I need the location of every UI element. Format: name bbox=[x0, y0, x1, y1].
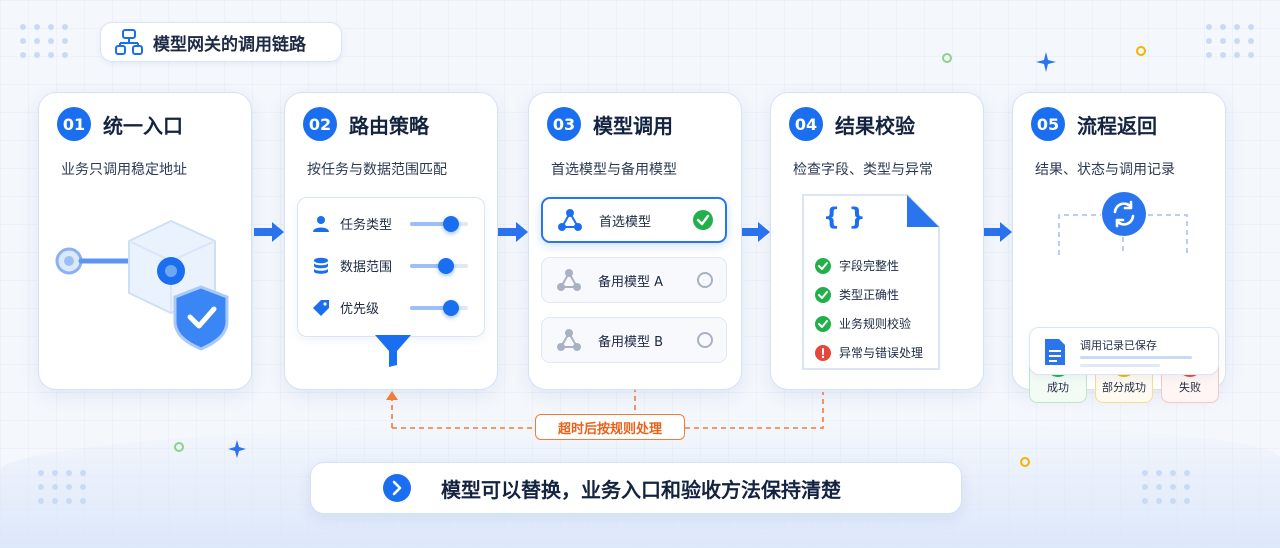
model-label: 首选模型 bbox=[599, 214, 652, 230]
validation-item: 异常与错误处理 bbox=[815, 344, 923, 361]
step-title: 结果校验 bbox=[835, 113, 915, 138]
validation-item: 类型正确性 bbox=[815, 286, 899, 303]
slider[interactable] bbox=[410, 216, 468, 232]
model-option-primary[interactable]: 首选模型 bbox=[541, 197, 727, 243]
routing-item: 数据范围 bbox=[312, 256, 392, 275]
step-subtitle: 业务只调用稳定地址 bbox=[61, 162, 187, 178]
step-subtitle: 结果、状态与调用记录 bbox=[1035, 162, 1175, 178]
flow-arrow-icon bbox=[498, 222, 528, 242]
routing-item-label: 数据范围 bbox=[340, 260, 393, 275]
chevron-right-icon bbox=[383, 474, 411, 502]
ring-decoration bbox=[942, 53, 952, 63]
model-label: 备用模型 B bbox=[598, 334, 664, 350]
footer-message: 模型可以替换，业务入口和验收方法保持清楚 bbox=[441, 477, 841, 502]
progress-line bbox=[1080, 356, 1192, 359]
model-option-backup-a[interactable]: 备用模型 A bbox=[541, 257, 727, 303]
step-number: 03 bbox=[547, 107, 581, 141]
step-subtitle: 按任务与数据范围匹配 bbox=[307, 162, 447, 178]
step-card-model-call: 03 模型调用 首选模型与备用模型 首选模型 备用模型 A 备用模型 B bbox=[528, 92, 742, 390]
step-title: 流程返回 bbox=[1077, 113, 1157, 138]
log-saved-panel: 调用记录已保存 bbox=[1029, 327, 1219, 375]
model-label: 备用模型 A bbox=[598, 274, 664, 290]
check-circle-icon bbox=[815, 286, 831, 303]
sparkle-icon bbox=[1036, 52, 1056, 72]
tag-icon bbox=[313, 299, 329, 316]
step-subtitle: 首选模型与备用模型 bbox=[551, 162, 677, 178]
step-card-validation: 04 结果校验 检查字段、类型与异常 { } 字段完整性 类型正确性 业务规则校验… bbox=[770, 92, 984, 390]
document-icon bbox=[802, 194, 940, 370]
routing-item: 任务类型 bbox=[312, 214, 392, 233]
slider[interactable] bbox=[410, 300, 468, 316]
dot-grid-decoration bbox=[38, 470, 86, 504]
check-circle-icon bbox=[815, 257, 831, 274]
model-network-icon bbox=[558, 209, 582, 231]
flow-arrow-icon bbox=[254, 222, 284, 242]
step-card-entry: 01 统一入口 业务只调用稳定地址 bbox=[38, 92, 252, 390]
routing-item-label: 优先级 bbox=[340, 302, 380, 317]
code-braces: { } bbox=[823, 203, 866, 231]
routing-item: 优先级 bbox=[312, 298, 379, 317]
model-network-icon bbox=[557, 269, 581, 291]
footer-message-bar: 模型可以替换，业务入口和验收方法保持清楚 bbox=[310, 462, 962, 514]
gateway-cube-shield-icon bbox=[55, 219, 229, 351]
step-number: 05 bbox=[1031, 107, 1065, 141]
model-option-backup-b[interactable]: 备用模型 B bbox=[541, 317, 727, 363]
progress-line bbox=[1080, 364, 1160, 367]
model-network-icon bbox=[557, 329, 581, 351]
step-title: 路由策略 bbox=[349, 113, 429, 138]
validation-item: 字段完整性 bbox=[815, 257, 899, 274]
ring-decoration bbox=[1136, 46, 1146, 56]
error-circle-icon bbox=[815, 344, 831, 361]
radio-empty-icon bbox=[697, 332, 713, 348]
step-number: 01 bbox=[57, 107, 91, 141]
timeout-dashed-path bbox=[386, 390, 824, 429]
flowchart-icon bbox=[115, 29, 143, 55]
dot-grid-decoration bbox=[1142, 470, 1190, 504]
dot-grid-decoration bbox=[20, 24, 68, 58]
document-icon bbox=[1045, 339, 1065, 365]
page-title-pill: 模型网关的调用链路 bbox=[100, 22, 342, 62]
validation-item: 业务规则校验 bbox=[815, 315, 911, 332]
log-saved-label: 调用记录已保存 bbox=[1080, 339, 1157, 352]
refresh-icon bbox=[1102, 192, 1146, 236]
timeout-rule-label: 超时后按规则处理 bbox=[535, 414, 685, 440]
branch-connector bbox=[1058, 214, 1188, 255]
step-card-routing: 02 路由策略 按任务与数据范围匹配 任务类型 数据范围 优先级 bbox=[284, 92, 498, 390]
ring-decoration bbox=[174, 442, 184, 452]
step-subtitle: 检查字段、类型与异常 bbox=[793, 162, 933, 178]
database-icon bbox=[314, 257, 328, 274]
routing-item-label: 任务类型 bbox=[340, 218, 393, 233]
page-title: 模型网关的调用链路 bbox=[153, 34, 306, 55]
funnel-icon bbox=[375, 335, 411, 367]
radio-empty-icon bbox=[697, 272, 713, 288]
step-title: 模型调用 bbox=[593, 113, 673, 138]
step-number: 02 bbox=[303, 107, 337, 141]
check-circle-icon bbox=[693, 210, 713, 230]
flow-arrow-icon bbox=[740, 222, 770, 242]
sparkle-icon bbox=[228, 440, 246, 458]
user-icon bbox=[313, 215, 329, 232]
step-number: 04 bbox=[789, 107, 823, 141]
check-circle-icon bbox=[815, 315, 831, 332]
routing-panel: 任务类型 数据范围 优先级 bbox=[297, 197, 485, 337]
dot-grid-decoration bbox=[1206, 24, 1254, 58]
flow-arrow-icon bbox=[982, 222, 1012, 242]
slider[interactable] bbox=[410, 258, 468, 274]
ring-decoration bbox=[1020, 457, 1030, 467]
step-title: 统一入口 bbox=[103, 113, 183, 138]
